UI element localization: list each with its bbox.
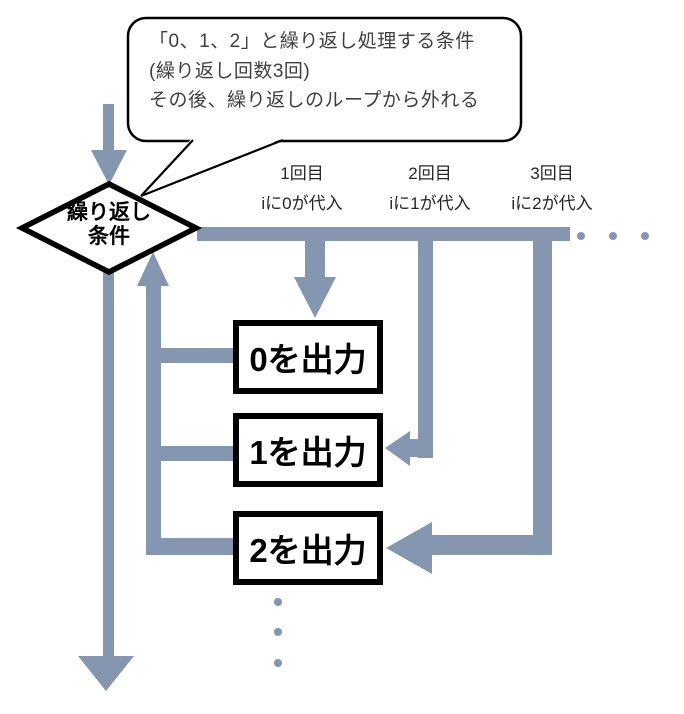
- loop-back-arrow: [137, 252, 233, 555]
- loop-back-branch-box2: [146, 446, 233, 461]
- ellipsis-dot: [274, 628, 282, 636]
- ellipsis-dot: [641, 232, 649, 240]
- loop-back-vertical: [146, 284, 161, 555]
- iteration2-arrow-horizontal: [408, 439, 433, 457]
- callout-line-3: その後、繰り返しのループから外れる: [149, 90, 480, 111]
- condition-label-line-2: 条件: [88, 225, 130, 248]
- exit-arrow: [78, 270, 134, 691]
- process-box-output-0: 0を出力: [233, 320, 383, 394]
- callout-text: 「0、1、2」と繰り返し処理する条件 (繰り返し回数3回) その後、繰り返しのル…: [149, 27, 514, 116]
- callout-bubble: [126, 16, 523, 198]
- callout-line-1: 「0、1、2」と繰り返し処理する条件: [149, 31, 475, 52]
- ellipsis-dot: [577, 232, 585, 240]
- loop-back-branch-box3: [146, 538, 233, 555]
- entry-arrow: [91, 104, 127, 185]
- loop-back-arrow-head: [137, 252, 169, 286]
- process-box-1-label: 1を出力: [249, 434, 367, 471]
- iteration2-title: 2回目: [408, 164, 452, 183]
- iteration1-label: 1回目 iに0が代入: [235, 164, 369, 214]
- exit-arrow-shaft: [103, 270, 114, 658]
- ellipsis-dot: [609, 232, 617, 240]
- iteration2-arrow-vertical: [418, 239, 433, 458]
- iteration1-arrow-shaft: [305, 239, 325, 279]
- iteration3-label: 3回目 iに2が代入: [485, 164, 619, 214]
- condition-diamond: [15, 180, 203, 276]
- iteration-bar: [197, 227, 570, 241]
- ellipsis-dot: [274, 659, 282, 667]
- iteration3-arrow-vertical: [533, 239, 552, 555]
- callout-line-2: (繰り返し回数3回): [149, 60, 311, 82]
- iteration2-label: 2回目 iに1が代入: [363, 164, 497, 214]
- process-box-output-1: 1を出力: [233, 413, 383, 487]
- loop-back-branch-box1: [146, 348, 233, 363]
- entry-arrow-head: [91, 150, 127, 185]
- iteration1-title: 1回目: [280, 164, 324, 183]
- callout-tail-edge-left: [140, 139, 194, 197]
- iteration1-arrow-head: [294, 277, 336, 318]
- iteration2-subtitle: iに1が代入: [389, 194, 471, 213]
- ellipsis-dot: [274, 598, 282, 606]
- iteration3-title: 3回目: [530, 164, 574, 183]
- condition-diamond-label: 繰り返し 条件: [28, 201, 190, 249]
- iteration1-subtitle: iに0が代入: [261, 194, 343, 213]
- process-box-2-label: 2を出力: [249, 532, 367, 569]
- exit-arrow-head: [78, 656, 134, 691]
- condition-label-line-1: 繰り返し: [67, 201, 151, 224]
- process-box-output-2: 2を出力: [233, 511, 383, 585]
- iteration2-arrow-head: [385, 431, 410, 466]
- iteration3-subtitle: iに2が代入: [511, 194, 593, 213]
- iteration2-arrow: [385, 239, 433, 466]
- iteration1-arrow: [294, 239, 336, 318]
- process-box-0-label: 0を出力: [249, 341, 367, 378]
- iteration3-arrow: [386, 239, 552, 574]
- callout-bubble-body: [126, 16, 523, 143]
- ellipsis-horizontal: [577, 232, 649, 240]
- callout-tail-edge-right: [140, 138, 284, 198]
- entry-arrow-shaft: [103, 104, 114, 152]
- ellipsis-vertical: [274, 598, 282, 667]
- iteration3-arrow-horizontal: [432, 535, 552, 555]
- iteration3-arrow-head: [386, 522, 432, 574]
